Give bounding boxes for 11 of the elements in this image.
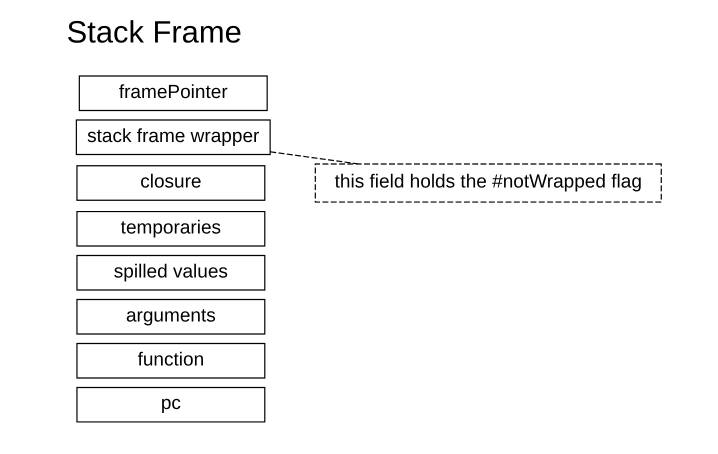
node-box: stack frame wrapper bbox=[76, 119, 271, 156]
diagram-title: Stack Frame bbox=[66, 14, 242, 50]
node-box: framePointer bbox=[78, 75, 268, 112]
node-box: spilled values bbox=[76, 254, 266, 291]
node-box: pc bbox=[76, 386, 266, 423]
node-box: closure bbox=[76, 165, 266, 201]
node-box: this field holds the #notWrapped flag bbox=[314, 163, 662, 203]
node-box: function bbox=[76, 342, 266, 379]
connector bbox=[270, 151, 359, 165]
node-box: temporaries bbox=[76, 210, 266, 247]
node-box: arguments bbox=[76, 298, 266, 335]
